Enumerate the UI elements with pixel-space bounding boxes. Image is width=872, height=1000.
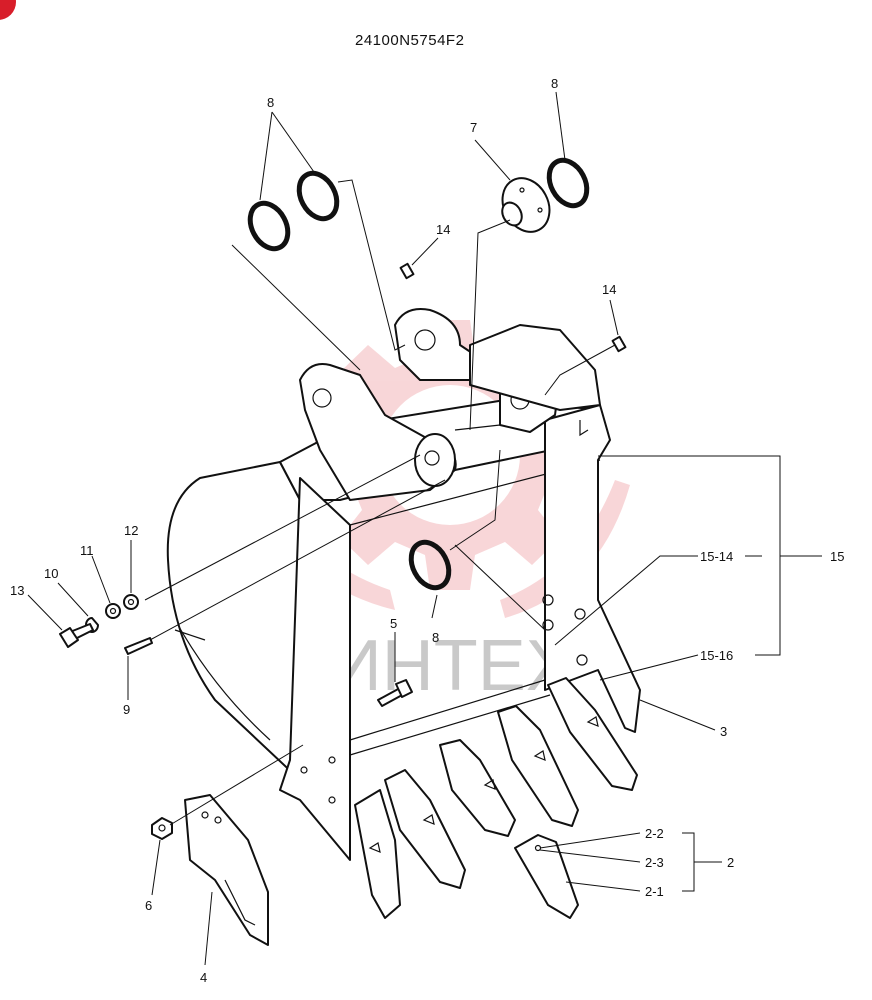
tooth-4	[497, 705, 579, 827]
corner-mark-icon	[0, 0, 16, 20]
linkage-brackets	[299, 308, 601, 501]
pin-9	[124, 637, 153, 655]
label-9: 9	[123, 702, 130, 717]
tooth-1	[354, 789, 401, 919]
label-2-1: 2-1	[645, 884, 664, 899]
seal-rings	[247, 157, 590, 591]
side-cutter-4	[184, 794, 269, 946]
bolt-5	[377, 679, 413, 707]
label-2-2: 2-2	[645, 826, 664, 841]
label-15-14: 15-14	[700, 549, 733, 564]
label-14-left: 14	[436, 222, 450, 237]
label-11: 11	[80, 543, 94, 558]
tooth-5	[547, 677, 638, 791]
nut-6	[151, 817, 173, 840]
bolt-13	[59, 623, 94, 648]
label-6: 6	[145, 898, 152, 913]
label-8-right: 8	[551, 76, 558, 91]
washer-12	[123, 594, 139, 610]
label-5: 5	[390, 616, 397, 631]
ring-8a	[247, 200, 291, 252]
bushing-7	[501, 177, 551, 233]
hardware-left	[59, 594, 153, 655]
label-12: 12	[124, 523, 138, 538]
label-3: 3	[720, 724, 727, 739]
label-13: 13	[10, 583, 24, 598]
part-labels: 8 7 8 14 14 15 15-14 15-16 12 11 10 13 9…	[10, 76, 844, 985]
label-4: 4	[200, 970, 207, 985]
tooth-2	[384, 769, 466, 889]
tooth-3	[439, 739, 516, 837]
watermark-text: ИНТЕХ	[330, 626, 574, 706]
label-15-16: 15-16	[700, 648, 733, 663]
label-10: 10	[44, 566, 58, 581]
label-2: 2	[727, 855, 734, 870]
ring-8c	[546, 157, 590, 209]
grease-nipple-14b	[611, 335, 627, 353]
leader-lines	[27, 91, 822, 966]
label-8-bottom: 8	[432, 630, 439, 645]
ring-8d	[408, 539, 452, 591]
ring-8b	[296, 170, 340, 222]
grease-nipple-14a	[399, 262, 415, 280]
label-8-left: 8	[267, 95, 274, 110]
label-14-right: 14	[602, 282, 616, 297]
label-7: 7	[470, 120, 477, 135]
washer-11	[105, 603, 121, 619]
diagram-title: 24100N5754F2	[355, 32, 464, 49]
bucket-teeth	[354, 677, 638, 919]
label-2-3: 2-3	[645, 855, 664, 870]
label-15: 15	[830, 549, 844, 564]
